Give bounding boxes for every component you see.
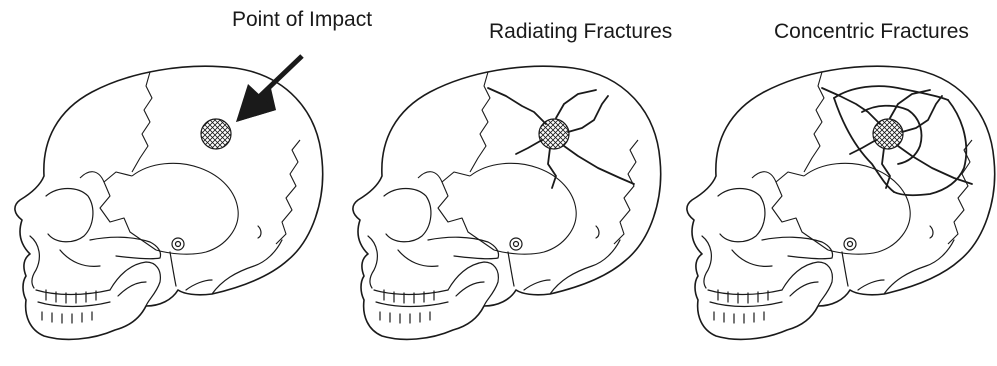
skull-radiating-fractures (353, 66, 661, 339)
impact-site-marker (539, 119, 569, 149)
skull-concentric-fractures (687, 66, 995, 339)
skull-point-of-impact (15, 56, 323, 339)
impact-site-marker (873, 119, 903, 149)
impact-site-marker (201, 119, 231, 149)
